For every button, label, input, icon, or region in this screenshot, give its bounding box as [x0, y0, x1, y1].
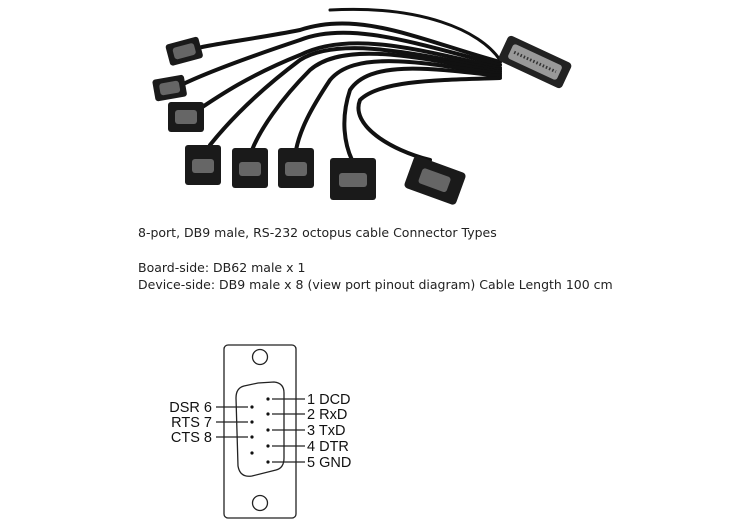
db9-pinout-diagram: DSR 6 RTS 7 CTS 8 1 DCD 2 RxD 3 TxD 4 DT… [160, 340, 360, 527]
octopus-cable-photo [130, 5, 590, 210]
pin-label-txd: 3 TxD [307, 423, 345, 439]
pin-label-dsr: DSR 6 [169, 400, 212, 416]
product-summary: 8-port, DB9 male, RS-232 octopus cable C… [138, 225, 497, 240]
pin-label-cts: CTS 8 [171, 430, 212, 446]
pin-label-rts: RTS 7 [171, 415, 212, 431]
board-side-spec: Board-side: DB62 male x 1 [138, 260, 306, 275]
pin-label-rxd: 2 RxD [307, 407, 347, 423]
db62-connector [498, 35, 572, 89]
device-side-spec: Device-side: DB9 male x 8 (view port pin… [138, 277, 613, 292]
pin-label-gnd: 5 GND [307, 455, 351, 471]
pin-label-dtr: 4 DTR [307, 439, 349, 455]
pin-label-dcd: 1 DCD [307, 392, 351, 408]
